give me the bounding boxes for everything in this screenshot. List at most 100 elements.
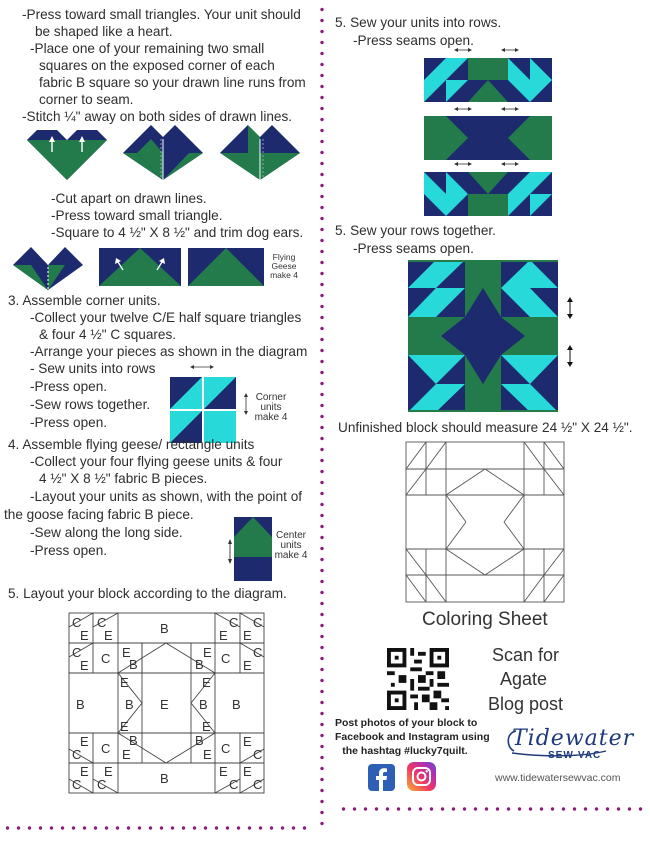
svg-text:E: E [122, 645, 131, 660]
svg-text:C: C [253, 615, 262, 630]
coloring-sheet-outline [405, 441, 565, 603]
corner-units-note: Corner units make 4 [254, 392, 288, 423]
svg-text:B: B [232, 697, 241, 712]
text-line: -Press open. [30, 415, 108, 430]
svg-text:C: C [72, 747, 81, 762]
step-3-heading: 3. Assemble corner units. [8, 293, 161, 308]
text-line: be shaped like a heart. [35, 24, 173, 39]
text-line: -Collect your twelve C/E half square tri… [30, 310, 302, 325]
website-link[interactable]: www.tidewatersewvac.com [495, 772, 621, 784]
text-line: -Press toward small triangles. Your unit… [22, 7, 301, 22]
step-5a-heading: 5. Sew your units into rows. [335, 15, 502, 30]
text-line: -Place one of your remaining two small [30, 41, 265, 56]
text-line: 4 ½" X 8 ½" fabric B pieces. [39, 471, 208, 486]
unfinished-size-text: Unfinished block should measure 24 ½" X … [338, 420, 633, 435]
text-line: squares on the exposed corner of each [39, 58, 275, 73]
svg-text:E: E [120, 719, 129, 734]
svg-text:C: C [101, 651, 110, 666]
svg-text:B: B [195, 733, 204, 748]
svg-text:B: B [195, 657, 204, 672]
text-line: -Cut apart on drawn lines. [51, 191, 207, 206]
svg-text:E: E [243, 764, 252, 779]
scan-line-1: Scan for [492, 645, 560, 665]
center-unit-diagram [228, 517, 272, 581]
svg-text:C: C [72, 777, 81, 792]
scan-line-2: Agate [500, 669, 548, 689]
finished-block [408, 260, 573, 412]
svg-text:C: C [101, 741, 110, 756]
instagram-icon[interactable] [407, 762, 436, 791]
step-5b-heading: 5. Sew your rows together. [335, 223, 496, 238]
divider-dots-vertical [320, 4, 324, 826]
svg-text:B: B [76, 697, 85, 712]
svg-text:E: E [202, 719, 211, 734]
svg-text:B: B [160, 771, 169, 786]
heart-unit-2 [123, 125, 203, 180]
flying-geese-note: Flying Geese make 4 [270, 252, 298, 280]
svg-text:C: C [253, 777, 262, 792]
text-line: -Collect your four flying geese units & … [30, 454, 283, 469]
text-line: & four 4 ½" C squares. [39, 327, 177, 342]
heart-unit-3 [220, 125, 300, 180]
text-line: fabric B square so your drawn line runs … [39, 75, 306, 90]
step-5a-sub: -Press seams open. [353, 33, 474, 48]
svg-text:E: E [160, 697, 169, 712]
svg-text:C: C [221, 741, 230, 756]
svg-text:B: B [160, 621, 169, 636]
post-photos-line-1: Post photos of your block to [335, 717, 478, 729]
facebook-icon[interactable] [368, 764, 395, 791]
svg-text:B: B [129, 733, 138, 748]
text-line: -Press toward small triangle. [51, 208, 223, 223]
svg-text:C: C [72, 615, 81, 630]
qr-code[interactable] [386, 648, 450, 710]
step-4-heading: 4. Assemble flying geese/ rectangle unit… [8, 437, 255, 452]
text-line: corner to seam. [39, 92, 134, 107]
svg-text:E: E [243, 628, 252, 643]
svg-text:E: E [80, 658, 89, 673]
center-units-note: Center units make 4 [274, 530, 308, 561]
text-line: -Sew along the long side. [30, 525, 183, 540]
svg-text:B: B [129, 657, 138, 672]
post-photos-line-3: the hashtag #lucky7quilt. [342, 745, 468, 757]
svg-text:C: C [229, 777, 238, 792]
post-photos-line-2: Facebook and Instagram using [335, 731, 490, 743]
heart-unit-1 [27, 130, 107, 180]
svg-text:E: E [243, 734, 252, 749]
svg-text:E: E [120, 675, 129, 690]
text-line: -Layout your units as shown, with the po… [30, 489, 303, 504]
logo-wordmark: Tidewater [512, 726, 635, 751]
text-line: -Press open. [30, 543, 108, 558]
svg-text:E: E [219, 764, 228, 779]
svg-text:E: E [80, 628, 89, 643]
text-line: the goose facing fabric B piece. [4, 507, 194, 522]
svg-text:C: C [229, 615, 238, 630]
svg-text:B: B [199, 697, 208, 712]
text-line: -Press open. [30, 379, 108, 394]
logo-subtitle: SEW-VAC [548, 750, 602, 761]
svg-text:C: C [72, 645, 81, 660]
coloring-sheet-label: Coloring Sheet [422, 609, 548, 630]
svg-text:E: E [104, 764, 113, 779]
text-line: -Stitch ¼" away on both sides of drawn l… [22, 109, 293, 124]
tidewater-logo: Tidewater SEW-VAC [502, 727, 633, 767]
svg-text:C: C [221, 651, 230, 666]
step-5-heading-left: 5. Layout your block according to the di… [8, 586, 287, 601]
svg-text:E: E [202, 675, 211, 690]
svg-text:E: E [80, 764, 89, 779]
layout-diagram: CE CE B EC EC CE C EB BE C EC B EBE E EB… [68, 612, 265, 794]
svg-text:C: C [97, 777, 106, 792]
svg-text:E: E [122, 747, 131, 762]
svg-text:E: E [243, 658, 252, 673]
svg-text:E: E [203, 747, 212, 762]
text-line: - Sew units into rows [30, 361, 156, 376]
svg-text:E: E [80, 734, 89, 749]
row-diagram [424, 48, 552, 216]
geese-unit-finished [188, 248, 264, 286]
divider-dots-left [2, 826, 308, 830]
svg-text:E: E [203, 645, 212, 660]
geese-cut-unit [13, 247, 83, 290]
text-line: -Square to 4 ½" X 8 ½" and trim dog ears… [51, 225, 304, 240]
svg-text:C: C [97, 615, 106, 630]
svg-text:C: C [253, 645, 262, 660]
divider-dots-right [338, 807, 648, 811]
